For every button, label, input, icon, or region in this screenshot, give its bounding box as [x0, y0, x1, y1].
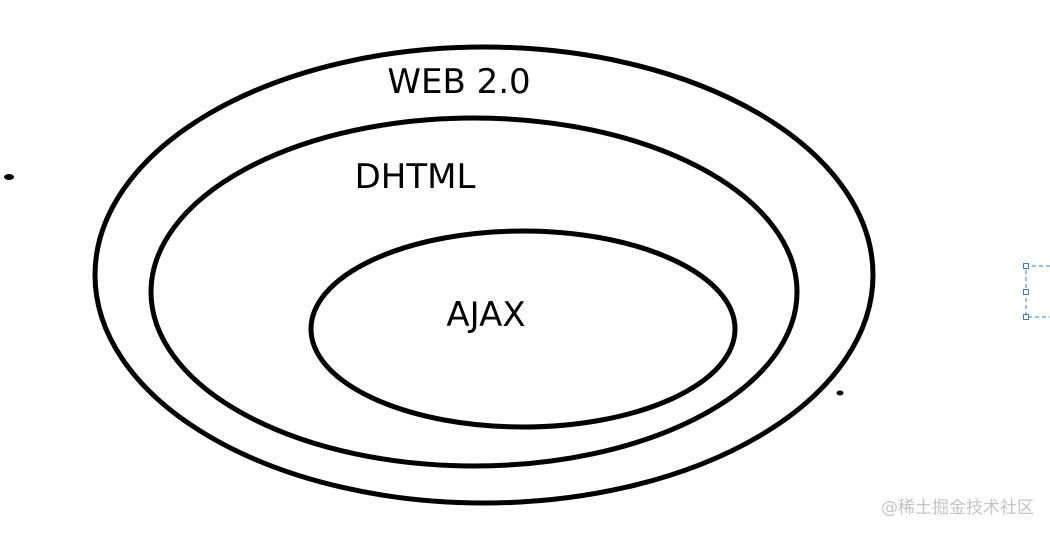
- outer-ring-label: WEB 2.0: [387, 62, 530, 102]
- middle-ring-label: DHTML: [355, 157, 476, 197]
- middle-ring-dhtml[interactable]: [148, 115, 800, 469]
- inner-ring-label: AJAX: [446, 295, 525, 335]
- selection-handle-top[interactable]: [1023, 263, 1029, 269]
- outer-ring-web20[interactable]: [92, 44, 876, 506]
- stray-dot-right: [836, 390, 844, 396]
- outer-ring-group: WEB 2.0: [92, 44, 876, 506]
- watermark: @稀土掘金技术社区: [881, 498, 1034, 518]
- stray-dot-left: [4, 174, 14, 180]
- inner-ring-group: AJAX: [308, 228, 738, 430]
- inner-ring-ajax[interactable]: [308, 228, 738, 430]
- middle-ring-group: DHTML: [148, 115, 800, 469]
- selection-handle-middle[interactable]: [1023, 289, 1029, 295]
- selection-frame-line: [1025, 265, 1050, 318]
- selection-handles[interactable]: [1023, 263, 1050, 320]
- selection-handle-bottom[interactable]: [1023, 314, 1029, 320]
